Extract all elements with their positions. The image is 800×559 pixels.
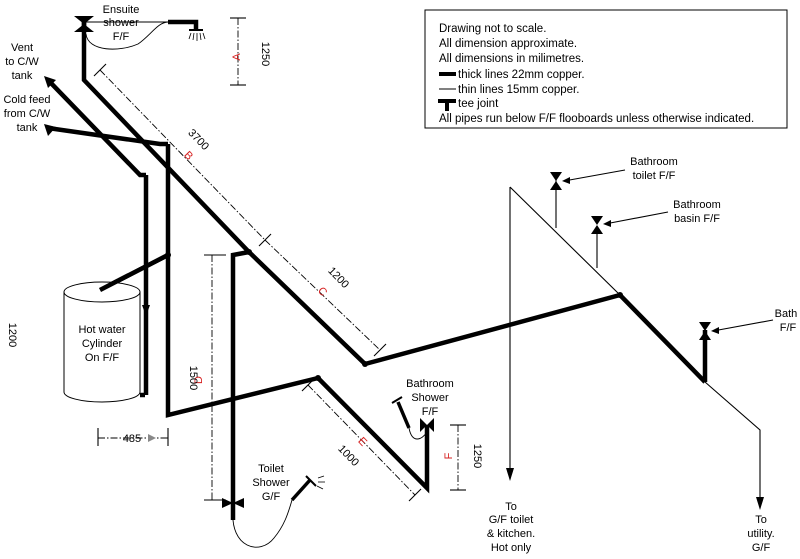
dimension-lines	[93, 17, 466, 502]
svg-text:Ensuite: Ensuite	[103, 4, 140, 16]
svg-text:Toilet: Toilet	[258, 463, 284, 475]
arrow-utility-icon	[756, 497, 764, 510]
segment-c: C	[315, 285, 329, 299]
valve-bath-icon	[699, 322, 711, 340]
label-cylinder: Hot water Cylinder On F/F	[78, 324, 125, 364]
label-utility: To utility. G/F	[747, 514, 774, 554]
dimension-left: 1200	[6, 323, 18, 347]
arrow-cold-feed-icon	[44, 124, 56, 136]
toilet-shower-head-icon	[232, 475, 325, 548]
hot-water-cylinder	[63, 252, 170, 403]
legend-units: All dimensions in milimetres.	[439, 53, 584, 65]
segment-b: B	[181, 149, 195, 163]
svg-text:G/F: G/F	[752, 542, 771, 554]
label-ensuite: Ensuite shower F/F	[103, 4, 140, 43]
label-bathroom-basin: Bathroom basin F/F	[603, 199, 721, 227]
valve-basin-icon	[591, 216, 603, 234]
legend-pipes-note: All pipes run below F/F flooboards unles…	[439, 113, 754, 125]
svg-text:F/F: F/F	[113, 31, 130, 43]
label-gf-toilet: To G/F toilet & kitchen. Hot only	[487, 501, 535, 554]
valve-toilet-icon	[550, 172, 562, 190]
label-cold-feed: Cold feed from C/W tank	[3, 94, 50, 134]
svg-text:To: To	[755, 514, 767, 526]
label-toilet-shower: Toilet Shower G/F	[252, 463, 290, 503]
svg-text:tank: tank	[17, 122, 38, 134]
svg-text:basin F/F: basin F/F	[674, 213, 720, 225]
svg-text:from C/W: from C/W	[4, 108, 51, 120]
dimension-bottom: 485	[123, 433, 141, 445]
svg-text:utility.: utility.	[747, 528, 774, 540]
arrow-gf-toilet-icon	[506, 468, 514, 481]
dimension-a: 1250	[259, 42, 271, 66]
bath-shower-head-icon	[391, 396, 428, 440]
segment-f: F	[443, 452, 455, 459]
svg-text:Bathroom: Bathroom	[630, 156, 678, 168]
dimension-values: 1250 3700 1200 1500 1000 1250 1200 485	[6, 42, 483, 469]
valve-ensuite-icon	[74, 16, 94, 32]
legend-tee-joint: tee joint	[458, 98, 499, 110]
svg-text:Bathroom: Bathroom	[673, 199, 721, 211]
svg-text:Bathroom: Bathroom	[406, 378, 454, 390]
arrow-vent-icon	[44, 76, 56, 88]
svg-text:F/F: F/F	[780, 322, 797, 334]
segment-e: E	[355, 435, 369, 449]
svg-text:Bath: Bath	[775, 308, 798, 320]
svg-text:On F/F: On F/F	[85, 352, 120, 364]
legend-not-to-scale: Drawing not to scale.	[439, 23, 546, 35]
svg-text:toilet F/F: toilet F/F	[633, 170, 676, 182]
legend-thick-lines: thick lines 22mm copper.	[458, 69, 585, 81]
dimension-e: 1000	[335, 443, 361, 469]
label-bathroom-toilet: Bathroom toilet F/F	[562, 156, 678, 184]
thin-pipes	[84, 21, 761, 500]
svg-text:Hot only: Hot only	[491, 542, 532, 554]
svg-text:G/F: G/F	[262, 491, 281, 503]
legend-thin-lines: thin lines 15mm copper.	[458, 84, 579, 96]
svg-text:shower: shower	[103, 17, 139, 29]
svg-text:G/F toilet: G/F toilet	[489, 514, 534, 526]
svg-text:tank: tank	[12, 70, 33, 82]
dimension-c: 1200	[325, 265, 351, 291]
label-bath: Bath F/F	[711, 308, 797, 334]
dimension-d: 1500	[187, 366, 199, 390]
svg-text:Vent: Vent	[11, 42, 33, 54]
svg-text:Shower: Shower	[411, 392, 449, 404]
legend-approximate: All dimension approximate.	[439, 38, 577, 50]
segment-a: A	[231, 53, 243, 61]
svg-text:Cold feed: Cold feed	[3, 94, 50, 106]
svg-text:Cylinder: Cylinder	[82, 338, 123, 350]
segment-d: D	[193, 376, 205, 384]
legend-box: Drawing not to scale. All dimension appr…	[424, 9, 788, 129]
label-vent: Vent to C/W tank	[5, 42, 39, 82]
label-bathroom-shower: Bathroom Shower F/F	[406, 378, 454, 418]
valve-bath-shower-icon	[420, 418, 434, 432]
svg-text:F/F: F/F	[422, 406, 439, 418]
dimension-f: 1250	[471, 444, 483, 468]
svg-text:to C/W: to C/W	[5, 56, 39, 68]
svg-text:To: To	[505, 501, 517, 513]
svg-text:Hot water: Hot water	[78, 324, 125, 336]
svg-text:Shower: Shower	[252, 477, 290, 489]
tee-joint-icon	[438, 99, 456, 111]
arrow-cylinder-down-icon	[142, 305, 150, 316]
ensuite-shower-head-icon	[85, 19, 206, 50]
svg-text:& kitchen.: & kitchen.	[487, 528, 535, 540]
